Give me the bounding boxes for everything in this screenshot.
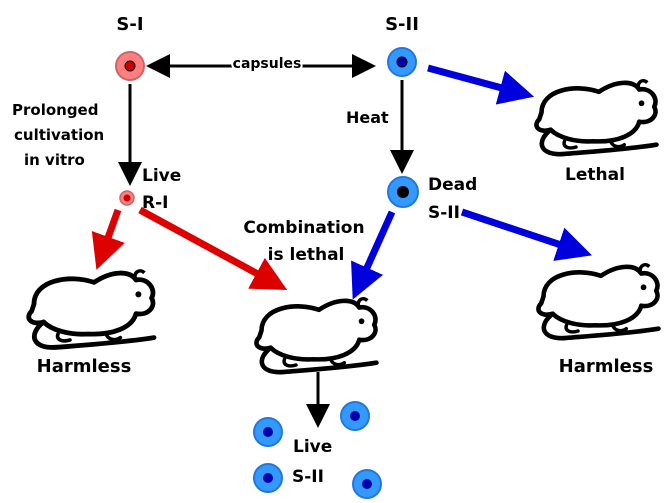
- label-heat: Heat: [346, 108, 389, 127]
- r1-to-combination-arrow: [138, 206, 288, 291]
- mouse-harmless-right: [538, 265, 658, 338]
- dead-to-combination-arrow: [351, 210, 396, 300]
- label-combination-1: Combination: [243, 218, 364, 238]
- mouse-combination: [256, 299, 376, 372]
- label-combination-2: is lethal: [268, 245, 345, 265]
- label-capsules: capsules: [233, 56, 302, 72]
- label-harmless-right: Harmless: [559, 356, 654, 377]
- mouse-harmless-left: [29, 271, 154, 348]
- label-dead-s2-2: S-II: [428, 203, 460, 223]
- s1-cell: [115, 51, 145, 81]
- label-live-r1-2: R-I: [142, 193, 168, 213]
- dead-s2-cell: [387, 176, 419, 208]
- label-live-s2-1: Live: [293, 437, 332, 457]
- label-prolonged-2: cultivation: [14, 126, 104, 144]
- label-prolonged-1: Prolonged: [12, 101, 98, 119]
- label-s2: S-II: [385, 14, 419, 35]
- label-lethal: Lethal: [565, 165, 625, 185]
- r1-cell: [119, 190, 135, 206]
- label-live-r1-1: Live: [142, 166, 181, 186]
- live-s2-cell: [253, 417, 283, 447]
- live-s2-cell: [253, 463, 283, 493]
- label-s1: S-I: [116, 14, 143, 35]
- s2-to-lethal-arrow: [427, 64, 535, 105]
- label-dead-s2-1: Dead: [428, 175, 477, 195]
- mouse-lethal: [536, 81, 656, 154]
- r1-to-harmless-arrow: [91, 208, 125, 270]
- label-prolonged-3: in vitro: [24, 151, 85, 169]
- live-s2-cell: [340, 401, 370, 431]
- label-harmless-left: Harmless: [37, 356, 132, 377]
- s2-cell: [387, 47, 417, 77]
- dead-to-harmless-arrow: [460, 208, 592, 261]
- label-live-s2-2: S-II: [292, 467, 324, 487]
- live-s2-cell: [352, 469, 382, 499]
